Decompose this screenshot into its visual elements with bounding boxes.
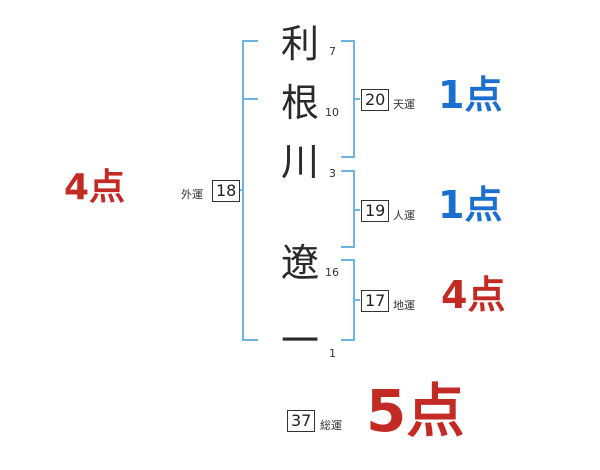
- jinun-score: 1点: [438, 183, 503, 227]
- tenun-bracket: [341, 40, 355, 158]
- gaiun-value-box: 18: [212, 180, 241, 202]
- jinun-label: 人運: [393, 209, 415, 222]
- name-char-4: 遼: [280, 241, 319, 285]
- stroke-count-1: 7: [329, 45, 336, 58]
- chiun-label: 地運: [393, 299, 415, 312]
- stroke-count-2: 10: [325, 106, 339, 119]
- tenun-label: 天運: [393, 98, 415, 111]
- tenun-value-box: 20: [361, 89, 390, 111]
- gaiun-label: 外運: [181, 188, 203, 201]
- tenun-score: 1点: [438, 73, 503, 117]
- name-char-2: 根: [280, 81, 319, 125]
- name-char-5: 一: [280, 319, 319, 363]
- chiun-score: 4点: [441, 273, 506, 317]
- jinun-bracket: [341, 170, 355, 248]
- chiun-value-box: 17: [361, 290, 390, 312]
- souun-label: 総運: [320, 419, 342, 432]
- gaiun-bracket: [242, 40, 258, 341]
- stroke-count-3: 3: [329, 167, 336, 180]
- stroke-count-5: 1: [329, 347, 336, 360]
- jinun-value-box: 19: [361, 200, 390, 222]
- gaiun-score: 4点: [64, 167, 126, 208]
- chiun-bracket: [341, 259, 355, 341]
- souun-score: 5点: [366, 377, 465, 445]
- name-char-1: 利: [280, 22, 319, 66]
- stroke-count-4: 16: [325, 266, 339, 279]
- souun-value-box: 37: [287, 410, 316, 432]
- name-char-3: 川: [280, 140, 319, 184]
